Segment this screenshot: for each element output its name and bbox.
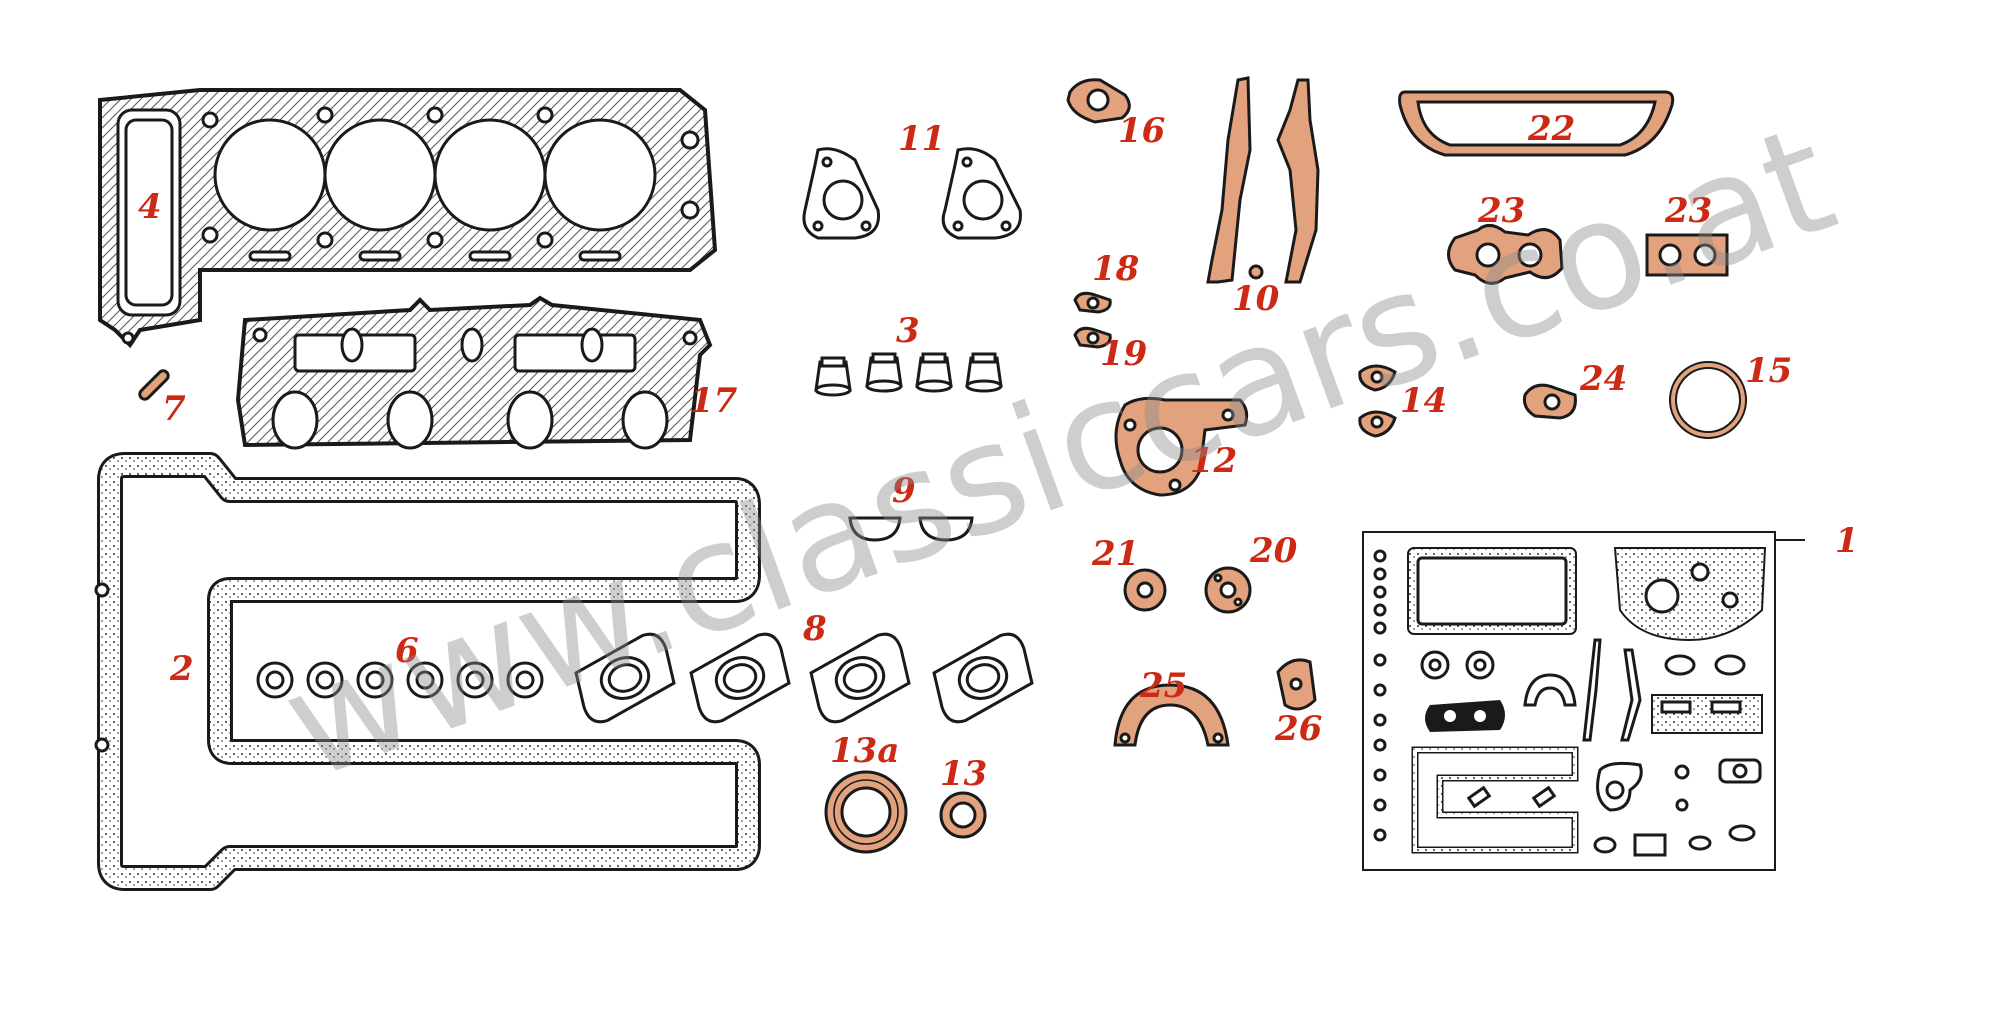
part-24-gasket [1523,383,1577,420]
callout-24: 24 [1579,359,1627,399]
part-21-gasket [1123,568,1167,612]
callout-2: 2 [169,649,194,689]
callout-26: 26 [1274,709,1322,749]
callout-11: 11 [898,119,945,159]
part-7-pin [138,369,170,401]
callout-13: 13 [940,754,987,794]
part-16-gasket [1066,78,1131,124]
part-25-gasket [1113,683,1230,747]
callout-6: 6 [395,631,419,671]
part-2-valve-cover-gasket [94,452,761,891]
callout-8: 8 [802,609,827,649]
callout-14: 14 [1400,381,1447,421]
part-4-head-gasket [98,88,718,349]
callout-9: 9 [892,471,916,511]
part-12-water-pump-gasket [1114,396,1249,497]
callout-13a: 13a [830,731,899,771]
callout-10: 10 [1232,279,1280,319]
part-15-o-ring [1669,361,1747,439]
callout-17: 17 [690,381,738,421]
part-23b-carb-gasket [1645,233,1729,277]
callout-23a: 23 [1477,191,1525,231]
part-8-port-gaskets [574,632,1034,724]
part-19-gasket [1073,326,1112,349]
callout-15: 15 [1745,351,1792,391]
callout-4: 4 [138,187,162,227]
callout-12: 12 [1190,441,1237,481]
callout-18: 18 [1092,249,1139,289]
part-11-flange-gaskets [802,147,1022,240]
callout-1: 1 [1835,521,1859,561]
callout-16: 16 [1118,111,1165,151]
part-10-timing-cover-gaskets [1206,76,1320,284]
part-9-half-moon-seals [848,516,974,542]
part-18-gasket [1073,291,1112,314]
callout-22: 22 [1527,109,1575,149]
callout-21: 21 [1091,534,1139,574]
part-6-valve-stem-seals [256,661,544,699]
part-3-grommets [814,352,1003,397]
callout-7: 7 [162,389,186,429]
callout-20: 20 [1249,531,1298,571]
part-1-complete-gasket-set [1362,531,1805,871]
callout-23b: 23 [1664,191,1712,231]
callout-19: 19 [1100,334,1147,374]
part-14-gaskets [1358,364,1397,438]
part-13a-oil-seal [824,770,908,854]
part-20-gasket [1204,566,1252,614]
part-13-oil-seal [939,791,987,839]
part-26-gasket [1276,658,1317,711]
part-17-manifold-gasket [235,295,713,450]
callout-3: 3 [896,311,920,351]
callout-25: 25 [1139,666,1187,706]
part-22-sump-gasket [1398,90,1675,157]
part-23a-carb-gasket [1447,224,1564,285]
